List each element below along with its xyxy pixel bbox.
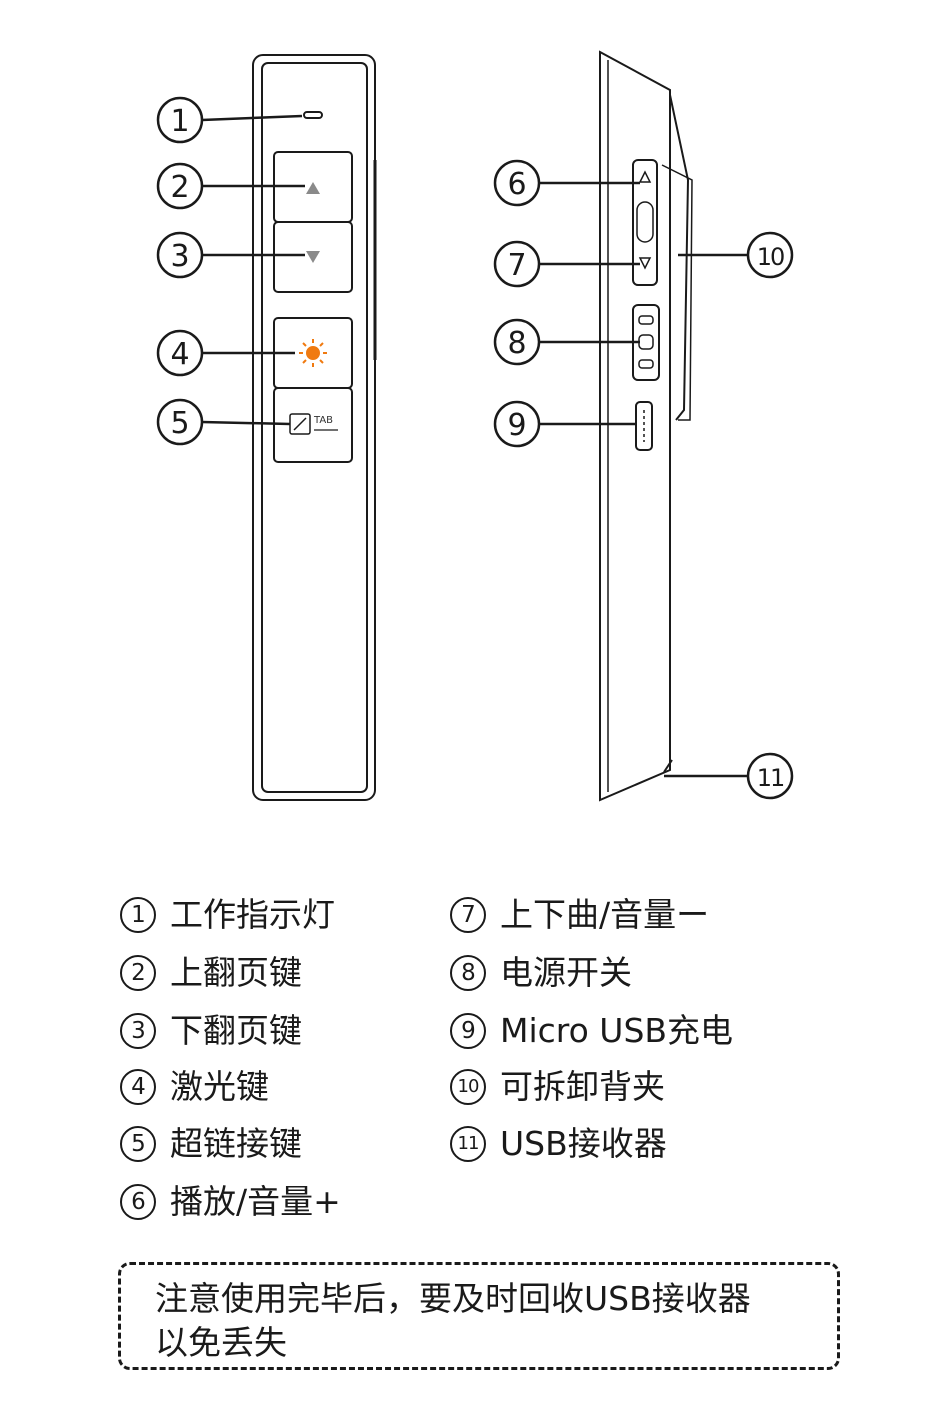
tab-key-text: TAB	[313, 415, 333, 426]
callout-10-number: 10	[757, 243, 784, 271]
callout-8-number: 8	[507, 326, 526, 361]
micro-usb-port	[635, 401, 653, 451]
page-down-button	[273, 221, 353, 293]
hyperlink-button	[273, 387, 353, 463]
legend-num-6: 6	[120, 1184, 156, 1220]
callout-9	[493, 400, 541, 448]
legend-num-5: 5	[120, 1126, 156, 1162]
callout-4	[156, 329, 204, 377]
legend-item-4: 4 激光键	[120, 1065, 269, 1109]
note-line-2: 以免丢失	[155, 1323, 287, 1362]
callout-10	[746, 231, 794, 279]
legend-num-4: 4	[120, 1069, 156, 1105]
indicator-light	[303, 111, 323, 119]
callout-4-number: 4	[170, 337, 189, 372]
legend-label-page-up: 上翻页键	[170, 953, 302, 992]
callout-2	[156, 162, 204, 210]
callout-3-number: 3	[170, 239, 189, 274]
legend-label-laser: 激光键	[170, 1067, 269, 1106]
callout-5	[156, 398, 204, 446]
callout-8	[493, 318, 541, 366]
callout-7	[493, 240, 541, 288]
front-view: TAB	[252, 54, 377, 801]
callout-11-number: 11	[757, 764, 784, 792]
legend-item-1: 1 工作指示灯	[120, 893, 335, 937]
legend-num-11: 11	[450, 1126, 486, 1162]
legend-label-track-volume-down: 上下曲/音量ー	[500, 895, 710, 934]
legend-num-10: 10	[450, 1069, 486, 1105]
rocker-down-icon	[638, 257, 652, 270]
legend-item-11: 11 USB接收器	[450, 1122, 667, 1166]
callout-3	[156, 231, 204, 279]
legend-label-indicator: 工作指示灯	[170, 895, 335, 934]
up-triangle-icon	[306, 182, 320, 194]
rocker-up-icon	[638, 170, 652, 183]
legend-num-2: 2	[120, 955, 156, 991]
legend-label-page-down: 下翻页键	[170, 1011, 302, 1050]
front-body-inner	[261, 62, 368, 793]
callout-11	[746, 752, 794, 800]
back-clip	[669, 94, 690, 421]
callout-1-number: 1	[170, 104, 189, 139]
note-line-1: 注意使用完毕后，要及时回收USB接收器	[155, 1279, 751, 1318]
legend-label-back-clip: 可拆卸背夹	[500, 1067, 665, 1106]
laser-sun-icon	[299, 339, 327, 367]
volume-rocker	[632, 159, 658, 286]
legend-num-3: 3	[120, 1013, 156, 1049]
note-box: 注意使用完毕后，要及时回收USB接收器 以免丢失	[118, 1262, 840, 1370]
legend-num-8: 8	[450, 955, 486, 991]
callout-2-number: 2	[170, 170, 189, 205]
callout-6-number: 6	[507, 167, 526, 202]
side-view	[599, 50, 693, 802]
legend-item-6: 6 播放/音量+	[120, 1180, 341, 1224]
legend-item-5: 5 超链接键	[120, 1122, 302, 1166]
callout-5-number: 5	[170, 406, 189, 441]
legend-item-10: 10 可拆卸背夹	[450, 1065, 665, 1109]
legend-label-play-volume-up: 播放/音量+	[170, 1182, 341, 1221]
callout-6	[493, 159, 541, 207]
legend-label-usb-receiver: USB接收器	[500, 1124, 667, 1163]
legend-num-9: 9	[450, 1013, 486, 1049]
down-triangle-icon	[306, 251, 320, 263]
legend-item-9: 9 Micro USB充电	[450, 1009, 733, 1053]
callout-9-number: 9	[507, 408, 526, 443]
legend-num-7: 7	[450, 897, 486, 933]
legend-label-power-switch: 电源开关	[500, 953, 632, 992]
legend-num-1: 1	[120, 897, 156, 933]
callout-1	[156, 96, 204, 144]
legend-label-micro-usb: Micro USB充电	[500, 1011, 734, 1050]
legend-item-7: 7 上下曲/音量ー	[450, 893, 709, 937]
legend-item-8: 8 电源开关	[450, 951, 632, 995]
legend-item-3: 3 下翻页键	[120, 1009, 302, 1053]
front-body-outline	[252, 54, 376, 801]
device-diagram: TAB	[156, 50, 794, 802]
legend-item-2: 2 上翻页键	[120, 951, 302, 995]
side-body-outline	[599, 50, 671, 802]
legend-label-hyperlink: 超链接键	[170, 1124, 302, 1163]
callout-7-number: 7	[507, 248, 526, 283]
